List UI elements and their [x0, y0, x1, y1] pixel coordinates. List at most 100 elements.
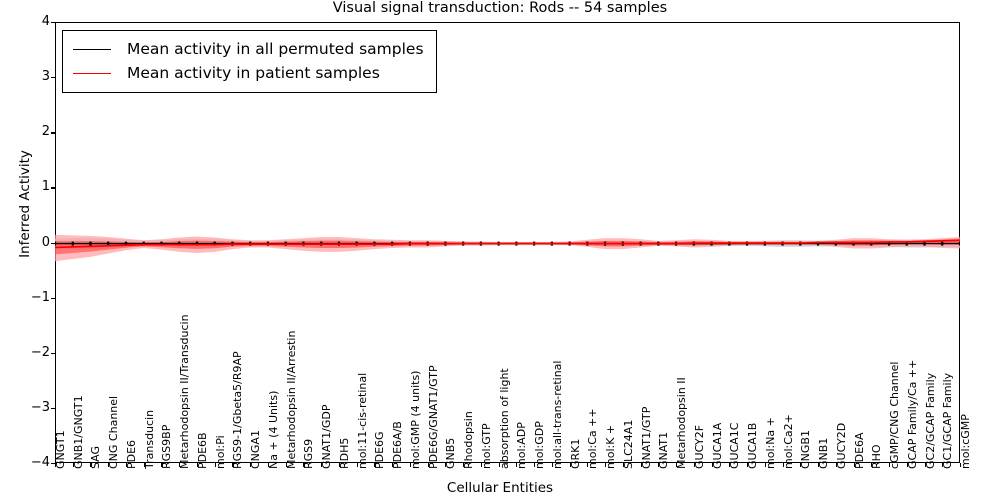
x-tick-mark [658, 463, 660, 467]
patient-confidence-band [55, 234, 960, 262]
x-tick-label: GRK1 [568, 438, 582, 469]
x-tick-mark [800, 463, 802, 467]
x-tick-label: GNAT1/GDP [320, 404, 334, 469]
y-tick-label: 4 [41, 14, 50, 29]
x-tick-label: CNG Channel [107, 395, 121, 469]
x-tick-mark [179, 463, 181, 467]
y-tick-label: 0 [41, 234, 50, 250]
legend-swatch-permuted [73, 48, 111, 50]
x-tick-label: GC2/GCAP Family [923, 372, 937, 469]
x-tick-label: RHO [870, 444, 884, 469]
legend-item-permuted: Mean activity in all permuted samples [73, 37, 424, 61]
x-tick-mark [250, 463, 252, 467]
x-tick-mark [871, 463, 873, 467]
plot-series-layer [55, 234, 960, 262]
x-tick-mark [747, 463, 749, 467]
x-tick-label: PDE6G/GNAT1/GTP [426, 365, 440, 469]
x-tick-label: Metarhodopsin II [675, 377, 689, 469]
x-tick-mark [409, 463, 411, 467]
x-tick-label: PDE6A/B [391, 421, 405, 469]
x-tick-mark [516, 463, 518, 467]
x-tick-label: PDE6A [852, 432, 866, 469]
x-tick-label: mol:ADP [515, 422, 529, 469]
x-tick-label: CNGB1 [799, 430, 813, 469]
x-tick-mark [960, 463, 962, 467]
x-tick-label: RGS9BP [160, 424, 174, 469]
x-tick-mark [285, 463, 287, 467]
x-tick-mark [818, 463, 820, 467]
y-tick-mark [51, 407, 57, 410]
x-tick-mark [338, 463, 340, 467]
legend-item-patient: Mean activity in patient samples [73, 61, 424, 85]
y-tick-label: 2 [41, 124, 50, 140]
y-tick-mark [51, 132, 57, 134]
x-tick-label: PDE6G [373, 431, 387, 469]
x-tick-label: mol:cGMP [959, 414, 972, 469]
x-tick-mark [640, 463, 642, 467]
x-tick-mark [782, 463, 784, 467]
x-tick-label: GNGT1 [54, 430, 67, 469]
y-tick-mark [51, 352, 57, 355]
x-tick-mark [267, 463, 270, 467]
y-tick-label: −4 [30, 455, 50, 470]
x-tick-mark [427, 463, 429, 467]
x-tick-mark [108, 463, 110, 467]
x-tick-label: GUCA1B [746, 422, 760, 469]
x-tick-label: PDE6B [195, 432, 209, 469]
x-axis-label: Cellular Entities [446, 480, 554, 496]
y-tick-label: 1 [41, 179, 50, 195]
x-tick-mark [587, 463, 589, 467]
x-tick-label: mol:K + [604, 424, 618, 469]
y-tick-mark [51, 77, 57, 79]
x-tick-label: mol:GDP [533, 421, 547, 469]
x-tick-label: mol:Ca2+ [781, 414, 795, 469]
y-tick-mark [51, 463, 57, 465]
x-tick-label: GUCY2F [692, 424, 706, 469]
legend-label-patient: Mean activity in patient samples [127, 64, 380, 82]
x-tick-mark [161, 463, 163, 467]
x-tick-label: GUCA1A [710, 422, 724, 469]
x-tick-mark [303, 463, 305, 467]
x-tick-mark [463, 463, 465, 467]
x-tick-mark [693, 463, 695, 467]
x-tick-label: GCAP Family/Ca ++ [905, 359, 919, 469]
x-tick-mark [196, 463, 199, 467]
chart-title: Visual signal transduction: Rods -- 54 s… [332, 0, 668, 16]
x-tick-mark [605, 463, 607, 467]
x-tick-label: GNB1/GNGT1 [71, 395, 85, 469]
x-tick-label: Rhodopsin [462, 411, 476, 469]
x-tick-label: mol:all-trans-retinal [550, 360, 564, 469]
x-tick-label: GUCA1C [728, 422, 742, 469]
x-tick-label: Transducin [142, 409, 156, 469]
y-tick-label: −1 [30, 289, 50, 305]
x-tick-label: RDH5 [337, 437, 351, 469]
y-tick-label: −2 [30, 344, 50, 360]
y-tick-mark [51, 242, 57, 244]
x-tick-mark [853, 463, 855, 467]
x-tick-label: mol:GTP [479, 423, 493, 469]
x-tick-label: GC1/GCAP Family [941, 372, 955, 469]
x-tick-mark [480, 463, 482, 467]
x-tick-mark [835, 463, 837, 467]
x-tick-label: mol:GMP (4 units) [408, 370, 422, 469]
y-tick-mark [51, 297, 57, 299]
x-tick-mark [232, 463, 234, 467]
x-tick-label: GUCY2D [834, 422, 848, 469]
x-tick-label: CNGA1 [249, 430, 263, 469]
legend-swatch-patient [73, 72, 111, 74]
x-tick-mark [498, 463, 500, 467]
x-tick-mark [72, 463, 74, 467]
x-tick-label: cGMP/CNG Channel [888, 361, 902, 470]
x-tick-mark [924, 463, 926, 467]
x-tick-label: Metarhodopsin II/Arrestin [284, 330, 298, 469]
x-tick-mark [676, 463, 678, 467]
x-tick-mark [125, 463, 128, 467]
x-tick-mark [321, 463, 323, 467]
y-tick-mark [51, 22, 57, 24]
x-tick-mark [622, 463, 624, 467]
patient-mean-line [55, 239, 960, 249]
x-tick-label: GNAT1/GTP [639, 406, 653, 469]
x-tick-mark [90, 463, 92, 467]
x-tick-mark [764, 463, 766, 467]
